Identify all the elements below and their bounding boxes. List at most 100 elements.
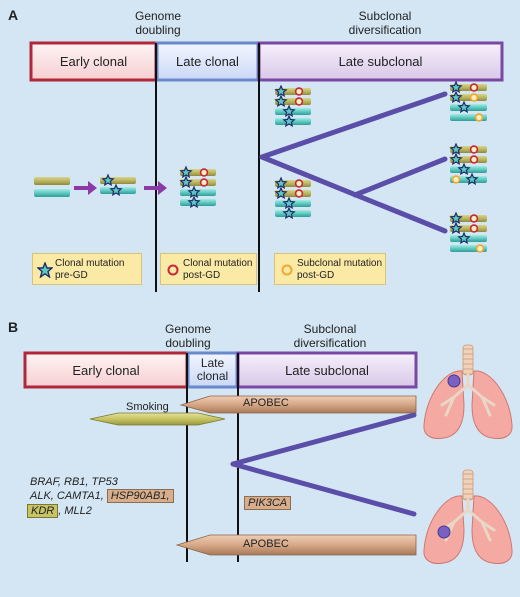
genome-doubling-header: Genome doubling bbox=[130, 9, 186, 37]
apobec-top-arrow bbox=[179, 395, 417, 414]
star-icon bbox=[457, 162, 471, 176]
header-line: Subclonal bbox=[358, 9, 412, 23]
star-icon bbox=[449, 80, 463, 94]
gene-text: , MLL2 bbox=[58, 505, 92, 517]
star-icon bbox=[101, 173, 115, 187]
apobec-bottom-arrow bbox=[175, 534, 417, 556]
legend-line: post-GD bbox=[183, 270, 221, 281]
mutation-circle-icon bbox=[475, 244, 485, 253]
phase-label-subclonal-b: Late subclonal bbox=[285, 362, 369, 378]
mutation-circle-icon bbox=[474, 113, 484, 122]
star-icon bbox=[187, 185, 201, 199]
star-icon bbox=[449, 221, 463, 235]
legend-line: pre-GD bbox=[55, 270, 88, 281]
star-icon bbox=[449, 211, 463, 225]
phase-line: Late bbox=[200, 356, 225, 370]
legend-line: post-GD bbox=[297, 270, 335, 281]
phase-late-subclonal-bar-b bbox=[236, 351, 418, 389]
arrow-right-icon bbox=[74, 181, 97, 195]
lung-icon bbox=[423, 469, 513, 564]
subclonal-diversification-header-b: Subclonal diversification bbox=[275, 322, 385, 350]
star-icon bbox=[274, 186, 288, 200]
yellow-circle-icon bbox=[281, 264, 293, 276]
star-icon bbox=[37, 262, 53, 278]
star-icon bbox=[274, 84, 288, 98]
arrow-right-icon bbox=[144, 181, 167, 195]
mutation-circle-icon bbox=[469, 145, 479, 154]
mutation-circle-icon bbox=[469, 224, 479, 233]
phase-late-clonal-bar bbox=[155, 41, 260, 82]
mutation-circle-icon bbox=[451, 175, 461, 184]
smoking-arrow bbox=[89, 412, 226, 426]
star-icon bbox=[274, 94, 288, 108]
mutation-circle-icon bbox=[469, 83, 479, 92]
star-icon bbox=[282, 114, 296, 128]
genes-line-3: KDR, MLL2 bbox=[27, 504, 92, 518]
phase-label-late-b: Late clonal bbox=[188, 353, 237, 387]
legend-line: Subclonal mutation bbox=[297, 258, 383, 269]
genome-doubling-header-b: Genome doubling bbox=[160, 322, 216, 350]
mutation-circle-icon bbox=[469, 93, 479, 102]
star-icon bbox=[282, 206, 296, 220]
star-icon bbox=[457, 100, 471, 114]
mutation-circle-icon bbox=[469, 155, 479, 164]
chromosome-group bbox=[179, 165, 216, 209]
star-icon bbox=[187, 195, 201, 209]
smoking-label: Smoking bbox=[126, 401, 169, 413]
star-icon bbox=[179, 165, 193, 179]
phase-label-late: Late clonal bbox=[176, 54, 239, 69]
header-line: doubling bbox=[165, 336, 211, 350]
legend-line: Clonal mutation bbox=[55, 258, 125, 269]
gene-box-hsp90ab1: HSP90AB1, bbox=[106, 489, 174, 503]
legend-line: Clonal mutation bbox=[183, 258, 253, 269]
star-icon bbox=[449, 142, 463, 156]
star-icon bbox=[457, 231, 471, 245]
chromosome-group bbox=[449, 142, 487, 186]
mutation-circle-icon bbox=[294, 179, 304, 188]
chromosome-group bbox=[449, 80, 487, 122]
red-circle-icon bbox=[167, 264, 179, 276]
header-line: Genome bbox=[134, 9, 182, 23]
star-icon bbox=[449, 90, 463, 104]
phase-early-clonal-bar-b bbox=[23, 351, 189, 389]
header-line: Subclonal bbox=[303, 322, 357, 336]
tumor-icon bbox=[447, 374, 461, 388]
mutation-circle-icon bbox=[199, 178, 209, 187]
apobec-top-label: APOBEC bbox=[243, 397, 289, 409]
panel-label-a: A bbox=[8, 7, 19, 23]
chromosome-group bbox=[274, 176, 311, 220]
star-icon bbox=[109, 183, 123, 197]
star-icon bbox=[282, 196, 296, 210]
header-line: Genome bbox=[164, 322, 212, 336]
lung-icon bbox=[423, 344, 513, 439]
gene-box-pik3ca: PIK3CA bbox=[244, 496, 292, 510]
phase-early-clonal-bar bbox=[29, 41, 158, 82]
header-line: diversification bbox=[348, 23, 422, 37]
star-icon bbox=[274, 176, 288, 190]
chromosome-bar bbox=[450, 235, 487, 242]
star-icon bbox=[282, 104, 296, 118]
gene-box-kdr: KDR bbox=[27, 504, 59, 518]
star-icon bbox=[449, 152, 463, 166]
header-line: doubling bbox=[135, 23, 181, 37]
phase-line: clonal bbox=[196, 369, 229, 383]
genes-line-1: BRAF, RB1, TP53 bbox=[30, 476, 118, 488]
mutation-circle-icon bbox=[199, 168, 209, 177]
phase-label-early: Early clonal bbox=[59, 54, 128, 69]
chromosome-group bbox=[274, 84, 311, 128]
chromosome-groups bbox=[100, 80, 487, 253]
gene-text: ALK, CAMTA1, bbox=[30, 490, 104, 502]
header-line: diversification bbox=[293, 336, 367, 350]
gene-pik3ca: PIK3CA bbox=[244, 496, 292, 510]
timeline-b bbox=[24, 412, 417, 517]
timeline-a bbox=[30, 91, 448, 234]
phase-label-subclonal: Late subclonal bbox=[338, 54, 423, 69]
genes-line-2: ALK, CAMTA1, HSP90AB1, bbox=[30, 489, 174, 503]
